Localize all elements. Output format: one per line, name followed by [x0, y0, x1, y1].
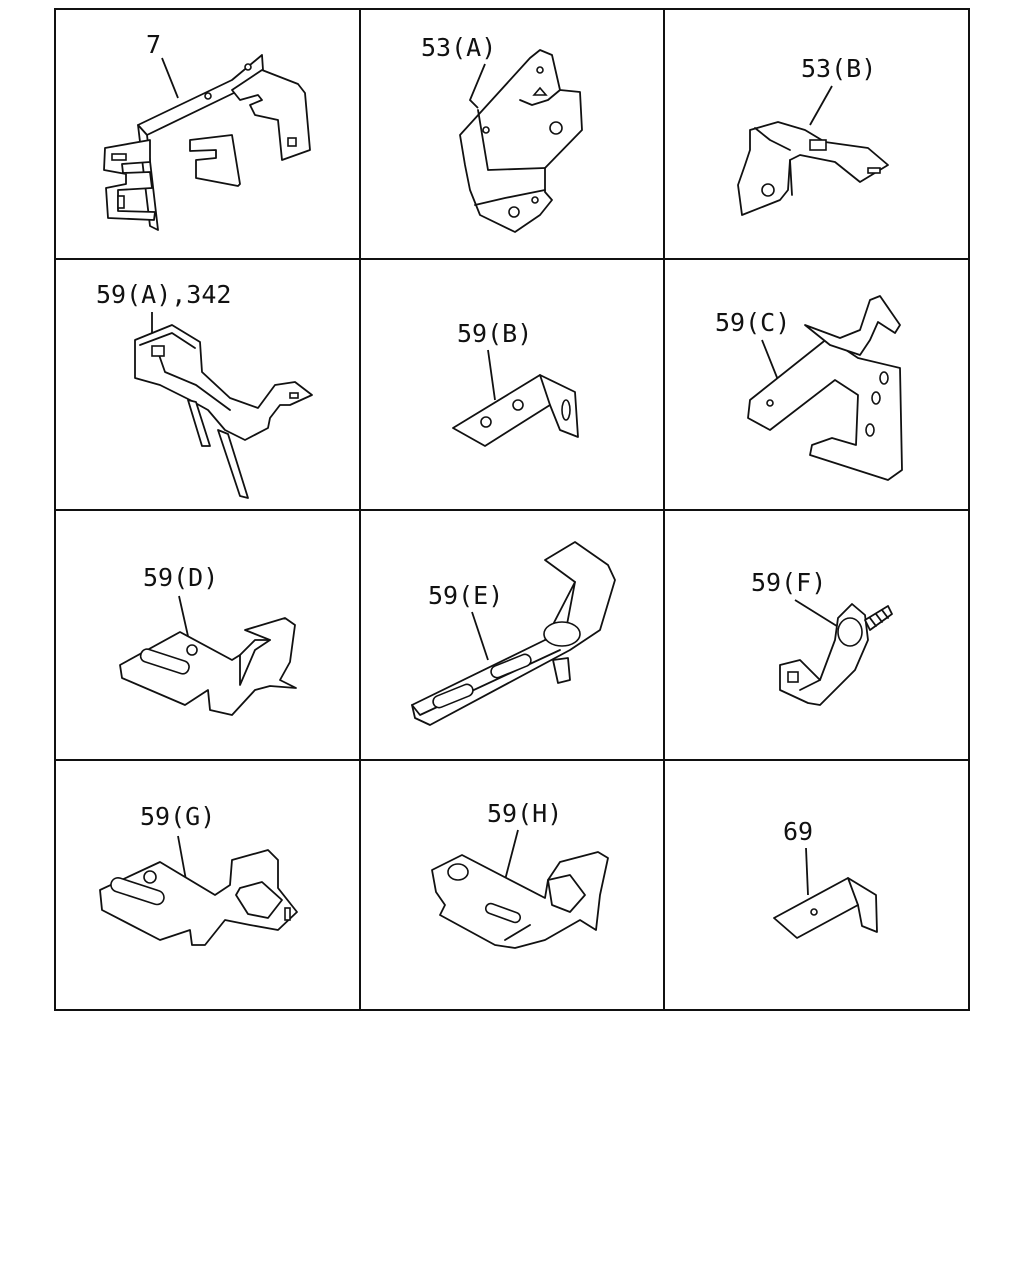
callout-label: 59(E)	[428, 581, 503, 610]
leader-line	[809, 85, 833, 126]
part-cell-59c[interactable]: 59(C)	[715, 295, 903, 481]
leader-line	[161, 57, 179, 99]
part-cell-59e[interactable]: 59(E)	[411, 541, 616, 726]
callout-label: 7	[146, 30, 161, 59]
bracket-drawing	[411, 541, 616, 726]
part-cell-59b[interactable]: 59(B)	[452, 319, 579, 447]
callout-label: 59(C)	[715, 308, 790, 337]
leader-line	[471, 611, 489, 661]
leader-line	[468, 63, 486, 109]
callout-label: 59(B)	[457, 319, 532, 348]
parts-grid	[54, 8, 970, 1011]
part-cell-59a-342[interactable]: 59(A),342	[96, 280, 313, 499]
part-cell-53b[interactable]: 53(B)	[737, 54, 889, 216]
bracket-drawing	[134, 324, 313, 499]
bracket-drawing	[747, 295, 903, 481]
bracket-drawing	[737, 121, 889, 216]
bracket-drawing	[452, 374, 579, 447]
bracket-drawing	[119, 617, 297, 716]
bracket-drawing	[103, 54, 311, 231]
callout-label: 59(D)	[143, 563, 218, 592]
leader-line	[761, 339, 779, 381]
callout-label: 59(G)	[140, 802, 215, 831]
bracket-drawing	[431, 851, 609, 949]
part-cell-59d[interactable]: 59(D)	[119, 563, 297, 716]
leader-line	[177, 835, 187, 881]
callout-label: 69	[783, 817, 813, 846]
part-cell-59g[interactable]: 59(G)	[99, 802, 298, 946]
part-cell-59h[interactable]: 59(H)	[431, 799, 609, 949]
part-cell-69[interactable]: 69	[773, 817, 878, 939]
bracket-drawing	[99, 849, 298, 946]
leader-line	[794, 599, 841, 629]
callout-label: 53(A)	[421, 33, 496, 62]
bracket-drawing	[773, 877, 878, 939]
callout-label: 59(H)	[487, 799, 562, 828]
callout-label: 53(B)	[801, 54, 876, 83]
callout-label: 59(A),342	[96, 280, 231, 309]
callout-label: 59(F)	[751, 568, 826, 597]
leader-line	[504, 829, 519, 881]
part-cell-7[interactable]: 7	[103, 30, 311, 231]
part-cell-59f[interactable]: 59(F)	[751, 568, 893, 706]
part-cell-53a[interactable]: 53(A)	[421, 33, 583, 233]
bracket-drawing	[459, 49, 583, 233]
leader-line	[805, 847, 809, 896]
leader-line	[487, 349, 496, 401]
bracket-drawing	[779, 603, 893, 706]
